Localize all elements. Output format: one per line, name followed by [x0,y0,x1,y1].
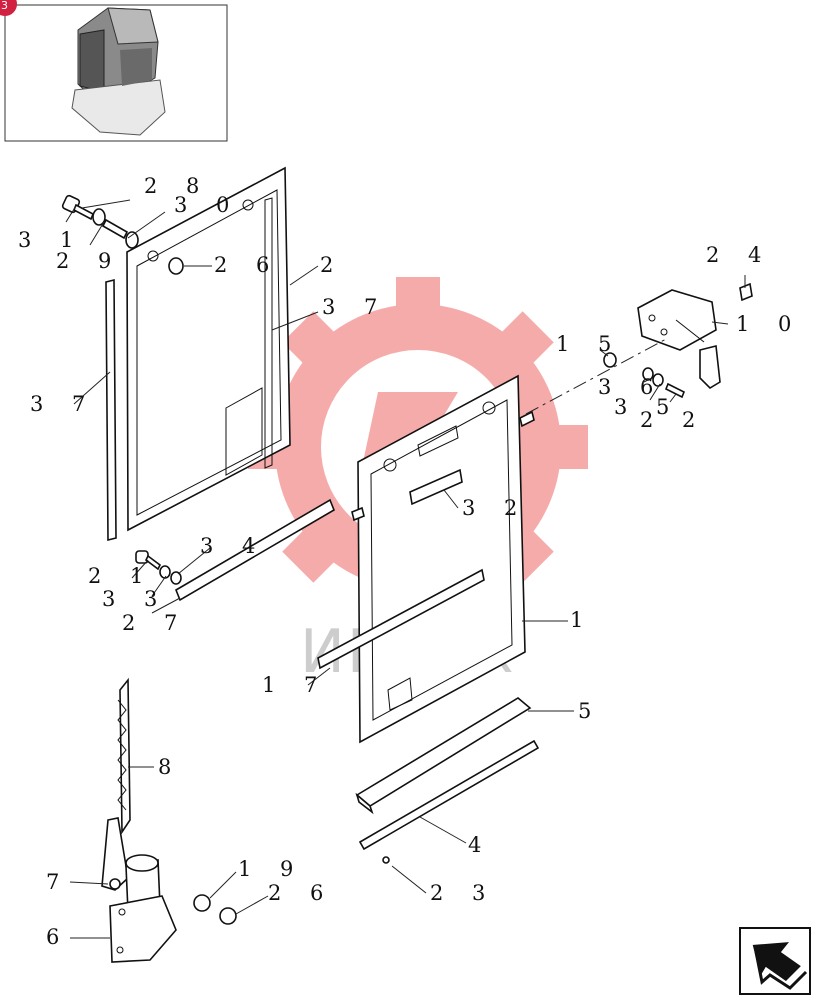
wiper-blade-part-8 [117,677,131,835]
seal-strip-part-37-left [105,278,117,542]
callout-34: 3 4 [200,534,266,558]
wiper-motor-part-6 [109,854,237,963]
wiper-arm-part-7 [101,817,129,891]
callout-5: 5 [578,699,602,723]
screw-part-23 [382,856,390,864]
callout-35: 3 5 [614,395,680,419]
callout-10-1: 1 0 - 1 [736,312,816,336]
callout-30: 3 0 [174,193,240,217]
callout-24: 2 4 [706,243,772,267]
hinge-bracket-part-10-1 [525,282,753,415]
callout-labels: 2 8 3 0 3 1 2 9 2 6 2 3 7 3 7 2 4 1 0 - … [18,174,816,949]
callout-6: 6 [46,925,70,949]
callout-32: 3 2 [462,496,528,520]
callout-29: 2 9 [56,249,122,273]
strip-part-4 [358,739,540,851]
callout-7: 7 [46,870,70,894]
thumbnail-panel[interactable]: 3 [0,0,228,142]
callout-26-top: 2 6 [214,253,280,277]
callout-1: 1 [570,608,594,632]
callout-28: 2 8 [144,174,210,198]
callout-21: 2 1 [88,564,154,588]
excavator-cab-thumbnail [71,7,166,136]
callout-17: 1 7 [262,673,328,697]
channel-part-5 [355,697,532,815]
callout-2: 2 [320,253,344,277]
leader-lines [65,199,746,939]
callout-8: 8 [158,755,182,779]
callout-36: 3 6 [598,375,664,399]
callout-4: 4 [468,833,492,857]
bolt-assembly-lower-left [135,550,182,585]
callout-22: 2 2 [640,408,706,432]
callout-23: 2 3 [430,881,496,905]
callout-15: 1 5 [556,332,622,356]
callout-31: 3 1 [18,228,84,252]
callout-33: 3 3 [102,587,168,611]
callout-26-bottom: 2 6 [268,881,334,905]
callout-19: 1 9 [238,857,304,881]
next-page-button[interactable] [739,927,811,995]
callout-37-left: 3 7 [30,392,96,416]
bolt-assembly-top-left [61,194,184,275]
glass-pane-part-2 [126,166,291,532]
block-part-32 [409,468,463,506]
thumbnail-badge: 3 [1,0,8,12]
next-arrow-icon [751,941,808,990]
callout-37-right: 3 7 [322,295,388,319]
strip-part-17 [317,568,485,670]
callout-27: 2 7 [122,611,188,635]
